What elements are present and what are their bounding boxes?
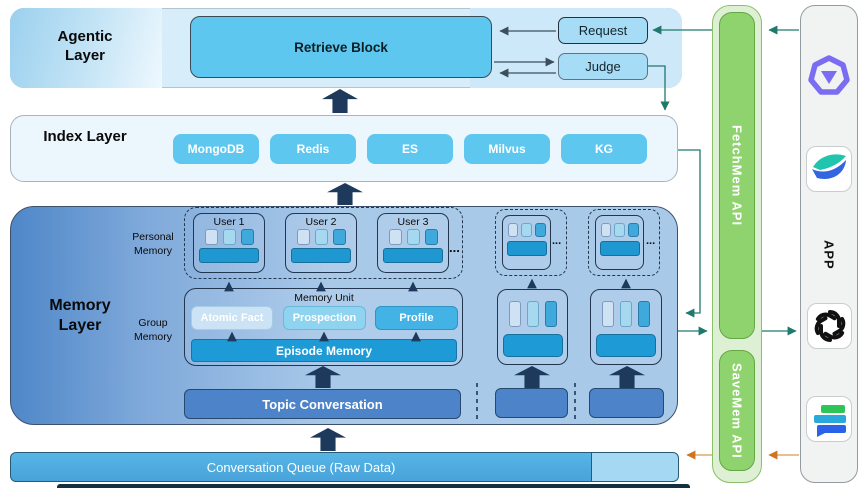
prospection-chip: Prospection (283, 306, 366, 330)
users-ellipsis: ... (449, 240, 460, 255)
memory-chip (638, 301, 650, 327)
fetchmem-api-bar: FetchMem API (719, 12, 755, 339)
memory-chip (526, 301, 539, 327)
memory-chip (507, 223, 518, 237)
mini-user-card (595, 215, 644, 270)
memory-bar (596, 334, 656, 357)
personal-memory-label: Personal Memory (132, 231, 174, 257)
user-card-title: User 2 (305, 216, 337, 228)
mini-topic-bar (495, 388, 568, 418)
index-layer-title: Index Layer (43, 128, 127, 145)
retrieve-block: Retrieve Block (190, 16, 492, 78)
user-card-title: User 3 (397, 216, 429, 228)
ellipsis: ... (646, 235, 656, 247)
memory-bar (599, 241, 640, 256)
up-arrow-queue-to-memory (310, 428, 346, 451)
index-chip-mongodb: MongoDB (173, 134, 259, 164)
memory-bar (506, 241, 547, 256)
index-chip-milvus: Milvus (464, 134, 550, 164)
up-arrow-memory-to-index (327, 183, 363, 205)
memory-bar (502, 334, 563, 357)
index-chip-es: ES (367, 134, 453, 164)
memory-layer-title: Memory Layer (49, 297, 111, 334)
judge-box: Judge (558, 53, 648, 80)
memory-chip-row (503, 223, 550, 237)
savemem-api-bar: SaveMem API (719, 350, 755, 471)
request-box: Request (558, 17, 648, 44)
memory-chip (424, 229, 438, 245)
memory-unit-title: Memory Unit (294, 292, 354, 304)
atomic-fact-chip: Atomic Fact (191, 306, 273, 330)
bottom-strip (57, 484, 690, 488)
docs-icon (806, 396, 852, 442)
agentic-layer-gradient (10, 8, 162, 88)
mini-memory-unit (590, 289, 662, 365)
up-arrow-index-to-agentic (322, 89, 358, 113)
memory-chip (620, 301, 632, 327)
memory-chip-row (596, 223, 643, 237)
lark-icon (806, 146, 852, 192)
group-memory-label: Group Memory (134, 317, 172, 343)
user-card-2: User 2 (285, 213, 357, 273)
memory-chip-row (498, 301, 567, 327)
user-card-title: User 1 (213, 216, 245, 228)
ellipsis: ... (552, 235, 562, 247)
memory-chip (222, 229, 236, 245)
memory-chip (613, 223, 625, 237)
memory-chip (406, 229, 420, 245)
openai-icon (807, 303, 852, 349)
memory-chip (627, 223, 639, 237)
index-chip-kg: KG (561, 134, 647, 164)
memory-chip (544, 301, 557, 327)
memory-chip (520, 223, 532, 237)
personal-memory-group-3 (588, 209, 660, 276)
app-panel-label: APP (821, 240, 837, 270)
memory-chip (600, 223, 611, 237)
personal-memory-group-2 (495, 209, 567, 276)
memory-chip (332, 229, 346, 245)
user-card-1: User 1 (193, 213, 265, 273)
memory-chip (204, 229, 218, 245)
memory-chip (314, 229, 328, 245)
memory-bar (199, 248, 259, 263)
qwen-icon (806, 53, 852, 99)
conversation-queue: Conversation Queue (Raw Data) (10, 452, 592, 482)
agentic-layer-title: Agentic Layer (57, 28, 113, 64)
mini-user-card (502, 215, 551, 270)
memory-chip-row (286, 229, 356, 245)
conversation-queue-buffer (592, 452, 679, 482)
memory-chip (388, 229, 402, 245)
memory-chip (602, 301, 614, 327)
memory-chip (240, 229, 254, 245)
topic-conversation-bar: Topic Conversation (184, 389, 461, 419)
memory-chip-row (194, 229, 264, 245)
memory-bar (383, 248, 443, 263)
personal-memory-group (184, 207, 463, 279)
memory-chip (534, 223, 546, 237)
memory-chip (296, 229, 310, 245)
mini-memory-unit (497, 289, 568, 365)
memory-bar (291, 248, 351, 263)
memory-chip-row (378, 229, 448, 245)
profile-chip: Profile (375, 306, 458, 330)
user-card-3: User 3 (377, 213, 449, 273)
mini-topic-bar (589, 388, 664, 418)
memory-chip-row (591, 301, 661, 327)
episode-memory-bar: Episode Memory (191, 339, 457, 362)
memory-chip (508, 301, 521, 327)
index-chip-redis: Redis (270, 134, 356, 164)
